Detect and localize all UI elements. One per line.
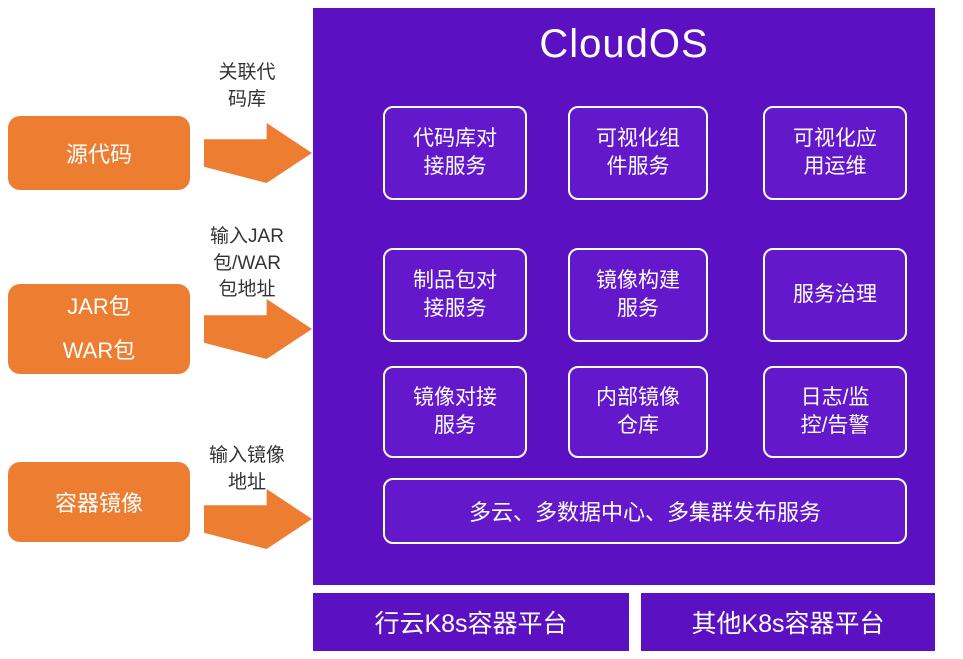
service-code-repo-integration: 代码库对 接服务 [383,106,527,200]
arrow-right-icon [204,123,312,183]
note-input-jar-war-address: 输入JAR 包/WAR 包地址 [210,226,284,301]
arrow-right-icon [204,299,312,359]
service-visual-app-ops: 可视化应 用运维 [763,106,907,200]
service-image-build: 镜像构建 服务 [568,248,708,342]
container-image-box: 容器镜像 [8,462,190,542]
platform-other-k8s: 其他K8s容器平台 [641,593,935,651]
service-visual-component: 可视化组 件服务 [568,106,708,200]
service-internal-registry: 内部镜像 仓库 [568,366,708,458]
arrow-right-icon [204,489,312,549]
service-multicloud-release: 多云、多数据中心、多集群发布服务 [383,478,907,544]
note-input-image-address: 输入镜像 地址 [208,445,285,493]
service-image-integration: 镜像对接 服务 [383,366,527,458]
service-log-monitor-alert: 日志/监 控/告警 [763,366,907,458]
platform-xingyun-k8s: 行云K8s容器平台 [313,593,629,651]
panel-title: CloudOS [539,22,709,66]
service-artifact-integration: 制品包对 接服务 [383,248,527,342]
note-link-code-repo: 关联代 码库 [218,62,276,110]
cloudos-panel: CloudOS 代码库对 接服务 可视化组 件服务 可视化应 用运维 制品包对 … [313,8,935,585]
source-code-box: 源代码 [8,116,190,190]
service-governance: 服务治理 [763,248,907,342]
jar-war-package-box: JAR包 WAR包 [8,284,190,374]
